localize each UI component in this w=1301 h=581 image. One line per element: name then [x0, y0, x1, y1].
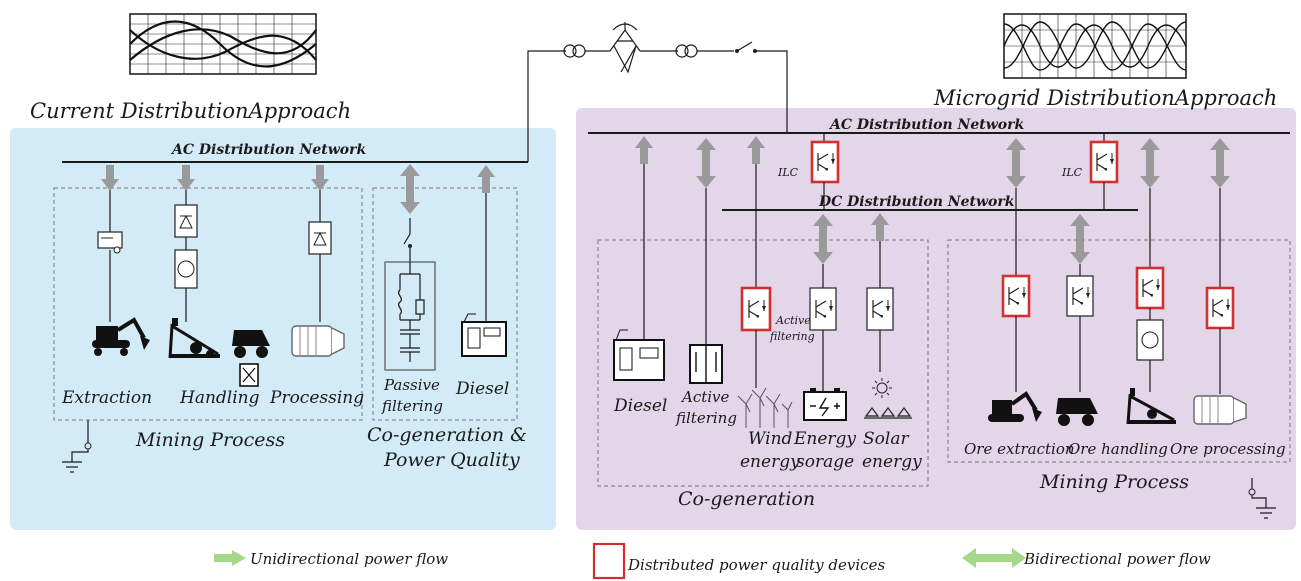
cogen-source-label-wind-2: energy: [740, 452, 800, 472]
right-cogen-group-box: [597, 239, 929, 487]
ilc-converter-1: [810, 140, 840, 184]
mill-icon: [1193, 395, 1247, 425]
sinusoidal-waveform-icon: [1003, 13, 1187, 79]
current-approach-title: Current DistributionApproach: [30, 99, 351, 123]
dump-truck-icon: [232, 330, 270, 358]
legend-pq-device-icon: [592, 542, 626, 580]
left-mining-group-box: [53, 187, 363, 421]
wind-turbine-icon: [737, 387, 793, 428]
legend-unidirectional-arrow-icon: [214, 550, 246, 566]
load-label-handling: Handling: [179, 388, 260, 408]
ground-icon: [62, 420, 92, 473]
generator-icon: [97, 231, 123, 254]
passive-filtering-label-line2: filtering: [381, 397, 443, 415]
ilc-label-2: ILC: [1061, 166, 1083, 179]
active-filtering-note-2: filtering: [769, 330, 815, 343]
diesel-generator-icon: [461, 313, 507, 357]
transmission-tower-icon: [609, 22, 641, 74]
legend-unidirectional-label: Unidirectional power flow: [250, 550, 448, 568]
ore-load-label-extraction: Ore extraction: [964, 440, 1075, 458]
conveyor-icon: [168, 318, 220, 359]
cogen-source-label-active-2: filtering: [675, 409, 737, 427]
left-ac-bus-label: AC Distribution Network: [170, 142, 366, 158]
diesel-label-left: Diesel: [455, 379, 509, 399]
ground-icon: [1248, 478, 1276, 519]
grid-connection: [527, 22, 788, 162]
passive-filtering-label-line1: Passive: [383, 376, 440, 394]
excavator-icon: [92, 317, 150, 356]
legend-pq-devices-label: Distributed power quality devices: [627, 556, 885, 574]
right-dc-bus-label: DC Distribution Network: [818, 194, 1015, 210]
left-cogen-label-line1: Co-generation &: [367, 424, 527, 446]
pq-converter-ore-extraction: [1001, 274, 1031, 318]
microgrid-approach-title: Microgrid DistributionApproach: [933, 86, 1277, 110]
legend-bidirectional-arrow-icon: [962, 548, 1026, 568]
dump-truck-icon: [1056, 398, 1098, 426]
left-mining-process-label: Mining Process: [135, 429, 285, 451]
right-cogen-group-label: Co-generation: [678, 488, 815, 510]
fuel-can-icon: [239, 363, 259, 387]
distorted-waveform-icon: [129, 13, 317, 75]
diesel-generator-icon: [613, 329, 665, 381]
cogen-source-label-active-1: Active: [680, 388, 730, 406]
cogen-source-label-solar-2: energy: [862, 452, 922, 472]
active-filter-icon: [689, 344, 723, 384]
excavator-icon: [988, 391, 1042, 422]
solar-panel-icon: [864, 407, 912, 419]
ilc-converter-2: [1089, 140, 1119, 184]
battery-icon: [803, 388, 847, 421]
right-ac-bus-label: AC Distribution Network: [828, 117, 1024, 133]
pq-converter-ore-processing: [1205, 286, 1235, 330]
sun-icon: [872, 378, 892, 398]
cogen-source-label-solar-1: Solar: [863, 429, 909, 449]
ore-load-label-processing: Ore processing: [1170, 440, 1286, 458]
converter-ore-handling: [1066, 275, 1094, 317]
cogen-source-label-storage-1: Energy: [793, 429, 856, 449]
microgrid-approach-panel: [576, 108, 1296, 530]
active-filtering-note-1: Active: [775, 314, 811, 327]
cogen-source-label-diesel: Diesel: [613, 396, 667, 416]
right-mining-group-box: [947, 239, 1291, 463]
cogen-source-label-storage-2: sorage: [796, 452, 854, 472]
rectifier-icon: [308, 221, 332, 255]
ilc-label-1: ILC: [777, 166, 799, 179]
rectifier-icon: [174, 204, 198, 238]
load-label-extraction: Extraction: [61, 388, 152, 408]
legend-bidirectional-label: Bidirectional power flow: [1023, 550, 1211, 568]
switch-icon: [735, 41, 757, 53]
cogen-source-label-wind-1: Wind: [748, 429, 793, 449]
conveyor-icon: [1126, 388, 1176, 425]
ore-load-label-handling: Ore handling: [1068, 440, 1168, 458]
converter-solar: [866, 287, 894, 331]
right-mining-group-label: Mining Process: [1039, 471, 1189, 493]
pq-converter-wind: [740, 286, 772, 332]
pq-converter-ore-handling: [1135, 266, 1165, 310]
left-cogen-label-line2: Power Quality: [383, 449, 520, 471]
motor-drive-icon: [1136, 319, 1164, 361]
current-approach-panel: [10, 128, 556, 530]
left-cogen-group-box: [372, 187, 518, 421]
converter-storage: [809, 287, 837, 331]
mill-icon: [291, 325, 345, 357]
load-label-processing: Processing: [269, 388, 364, 408]
